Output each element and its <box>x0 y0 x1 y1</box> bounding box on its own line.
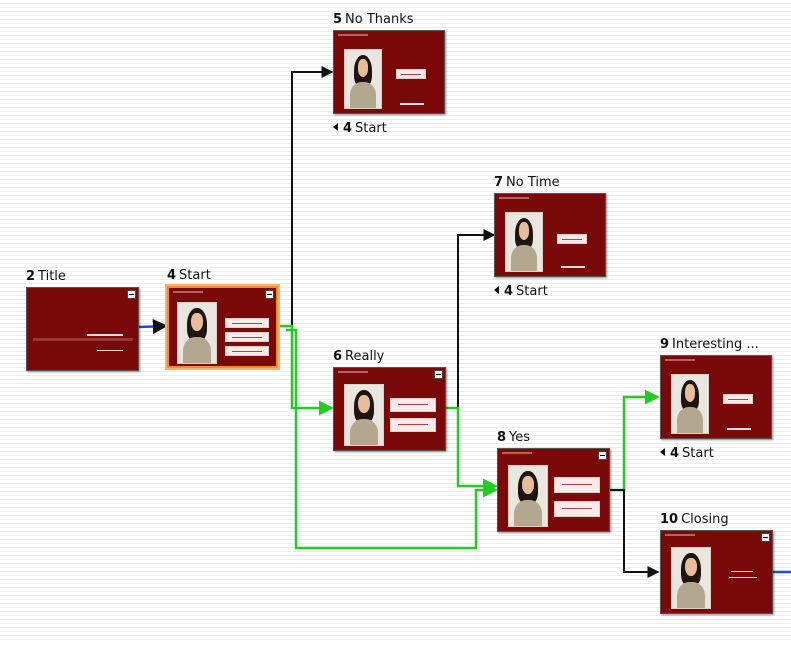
presenter-photo <box>344 384 384 446</box>
back-arrow-icon <box>660 448 665 456</box>
choice-button <box>225 318 269 328</box>
back-arrow-icon <box>333 123 338 131</box>
choice-button <box>225 332 269 342</box>
node-title: Really <box>345 349 385 364</box>
collapse-button[interactable] <box>598 451 607 460</box>
slide-thumbnail[interactable] <box>497 448 610 532</box>
choice-button <box>554 501 600 517</box>
connector-6-to-7 <box>446 229 496 409</box>
connector-4-to-5 <box>278 66 334 327</box>
thumb-text-line <box>731 571 753 572</box>
choice-button <box>723 394 753 404</box>
node-number: 10 <box>660 512 679 527</box>
thumb-header <box>665 534 695 536</box>
back-arrow-icon <box>494 286 499 294</box>
node-number: 6 <box>333 349 343 364</box>
connector-4-to-8 <box>286 328 498 550</box>
thumb-text-line <box>87 334 123 336</box>
slide-thumbnail[interactable] <box>660 530 773 614</box>
node-title: Interesting ... <box>672 337 759 352</box>
presenter-photo <box>344 49 382 109</box>
back-link-title: Start <box>682 446 714 461</box>
thumb-header <box>173 291 203 293</box>
node-title: Closing <box>681 512 729 527</box>
slide-thumbnail[interactable] <box>333 30 445 114</box>
node-number: 4 <box>167 268 177 283</box>
thumb-text-line <box>727 428 751 430</box>
slide-thumbnail[interactable] <box>26 287 139 371</box>
choice-button <box>390 418 436 432</box>
presenter-photo <box>508 465 548 527</box>
connector-8-to-10 <box>610 489 660 578</box>
thumb-header <box>665 359 695 361</box>
thumb-text-line <box>729 577 757 578</box>
node-title: No Time <box>506 175 560 190</box>
choice-button <box>557 234 587 244</box>
presenter-photo <box>177 302 217 364</box>
presenter-photo <box>505 212 543 272</box>
connector-8-to-9 <box>610 389 660 492</box>
thumb-text-line <box>97 350 123 351</box>
thumb-header <box>499 197 529 199</box>
node-number: 5 <box>333 12 343 27</box>
node-title: Start <box>179 268 211 283</box>
choice-button <box>390 398 436 412</box>
node-title: Title <box>38 269 66 284</box>
collapse-button[interactable] <box>127 290 136 299</box>
back-link-title: Start <box>516 284 548 299</box>
node-number: 2 <box>26 269 36 284</box>
connector-6-to-8 <box>446 406 498 494</box>
connector-2-to-4 <box>138 318 168 334</box>
back-link-number: 4 <box>504 284 514 299</box>
slide-thumbnail[interactable] <box>494 193 606 277</box>
thumb-header <box>338 371 368 373</box>
canvas-margin <box>0 640 791 650</box>
collapse-button[interactable] <box>761 533 770 542</box>
title-band <box>33 338 133 341</box>
slide-thumbnail[interactable] <box>333 367 446 451</box>
back-link-number: 4 <box>343 121 353 136</box>
presenter-photo <box>671 547 711 609</box>
choice-button <box>225 346 269 356</box>
choice-button <box>554 477 600 493</box>
choice-button <box>396 69 426 79</box>
collapse-button[interactable] <box>265 290 274 299</box>
thumb-text-line <box>400 103 424 105</box>
slide-thumbnail[interactable] <box>660 355 772 439</box>
node-number: 8 <box>497 430 507 445</box>
thumb-header <box>502 452 532 454</box>
node-number: 7 <box>494 175 504 190</box>
node-title: Yes <box>509 430 531 445</box>
presenter-photo <box>671 374 709 434</box>
connector-4-to-6 <box>278 324 334 416</box>
node-title: No Thanks <box>345 12 414 27</box>
thumb-header <box>338 34 368 36</box>
slide-thumbnail[interactable] <box>167 286 278 368</box>
back-link-title: Start <box>355 121 387 136</box>
node-number: 9 <box>660 337 670 352</box>
back-link-number: 4 <box>670 446 680 461</box>
thumb-text-line <box>561 266 585 268</box>
collapse-button[interactable] <box>434 370 443 379</box>
